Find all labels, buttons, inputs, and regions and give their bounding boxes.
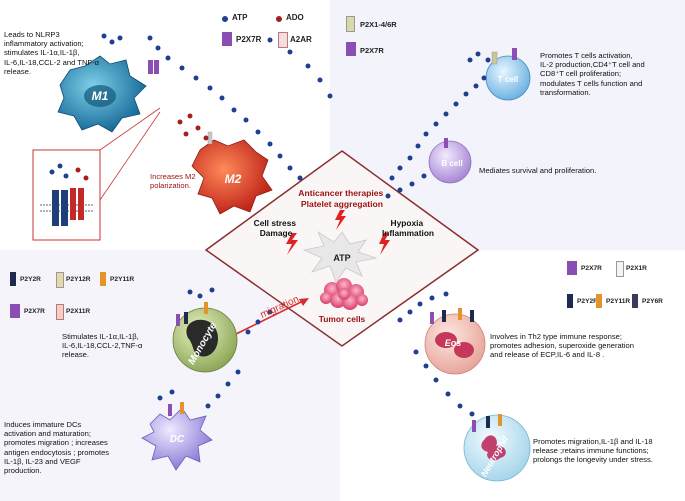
left-receptor-1: P2Y2R — [20, 276, 41, 283]
right-receptor-4: P2Y11R — [606, 298, 631, 305]
p2y2r-icon — [10, 272, 16, 286]
p2x7r-right-label: P2X7R — [360, 46, 384, 55]
dc-description: Induces immature DCs activation and matu… — [4, 420, 110, 476]
ado-dots — [177, 113, 209, 141]
tumor-cells-label: Tumor cells — [319, 314, 366, 324]
m1-description: Leads to NLRP3 inflammatory activation; … — [4, 30, 99, 76]
atp-burst — [302, 230, 378, 283]
bcell-label: B cell — [441, 159, 462, 168]
membrane-receptor-inset — [40, 163, 94, 226]
eos-label: Eos — [445, 338, 462, 348]
migration-arrowhead — [299, 298, 309, 306]
atp-legend-dot — [222, 16, 228, 22]
p2y12r-icon — [56, 272, 64, 288]
right-receptor-1: P2X7R — [581, 265, 602, 272]
right-receptor-2: P2X1R — [626, 265, 647, 272]
center-atp-label: ATP — [333, 253, 350, 263]
eos-description: Involves in Th2 type immune response; pr… — [490, 332, 634, 360]
p2x7r-right-icon — [346, 42, 356, 56]
p2y2r-icon — [567, 294, 573, 308]
eosinophil — [424, 313, 486, 375]
p2x7r-legend-icon — [222, 32, 232, 46]
center-right-text: Hypoxia Inflammation — [382, 218, 434, 238]
p2x7r-icon — [567, 261, 577, 275]
tumor-cells-cluster — [320, 278, 368, 310]
atp-dots — [101, 33, 491, 417]
m1-label: M1 — [92, 89, 109, 103]
p2x14-6r-icon — [346, 16, 355, 32]
dc-label: DC — [170, 434, 185, 445]
p2x7r-icon — [10, 304, 20, 318]
center-left-line-2: Damage — [260, 228, 293, 238]
center-left-text: Cell stress Damage — [254, 218, 299, 238]
ado-legend-label: ADO — [286, 13, 304, 22]
p2x11r-icon — [56, 304, 64, 320]
receptor-icons-on-cells — [148, 48, 517, 432]
m2-description: Increases M2 polarization. — [150, 172, 196, 191]
monocyte-description: Stimulates IL-1α,IL-1β, IL-6,IL-18,CCL-2… — [62, 332, 143, 360]
center-right-line-2: Inflammation — [382, 228, 434, 238]
a2ar-legend-label: A2AR — [290, 35, 312, 44]
p2x1r-icon — [616, 261, 624, 277]
p2y11r-icon — [100, 272, 106, 286]
tcell-label: T cell — [498, 75, 518, 84]
left-receptor-2: P2Y12R — [66, 276, 91, 283]
right-receptor-5: P2Y6R — [642, 298, 663, 305]
migration-arrow — [231, 299, 306, 337]
center-left-line-1: Cell stress — [254, 218, 297, 228]
bcell-description: Mediates survival and proliferation. — [479, 166, 597, 175]
atp-legend-label: ATP — [232, 13, 248, 22]
inset-connector — [99, 111, 161, 201]
a2ar-legend-icon — [278, 32, 288, 48]
right-receptor-3: P2Y2R — [577, 298, 598, 305]
m1-macrophage — [57, 55, 147, 133]
center-top-line-1: Anticancer therapies — [298, 188, 383, 198]
left-receptor-3: P2Y11R — [110, 276, 135, 283]
p2x14-6r-label: P2X1-4/6R — [360, 20, 397, 29]
ado-legend-dot — [276, 16, 282, 22]
tcell-description: Promotes T cells activation, IL-2 produc… — [540, 51, 645, 97]
lightning-bolt-icon — [335, 210, 346, 230]
lightning-bolt-icon — [379, 233, 390, 255]
neutrophil-description: Promotes migration,IL-1β and IL-18 relea… — [533, 437, 653, 465]
center-top-line-2: Platelet aggregation — [301, 199, 383, 209]
neutrophil — [463, 414, 531, 482]
p2x7r-legend-label: P2X7R — [236, 35, 262, 44]
m2-label: M2 — [225, 172, 242, 186]
m2-macrophage — [191, 139, 273, 215]
inset-connector — [99, 107, 161, 151]
b-cell — [428, 140, 472, 184]
center-right-line-1: Hypoxia — [391, 218, 424, 228]
p2y6r-icon — [632, 294, 638, 308]
left-receptor-5: P2X11R — [66, 308, 91, 315]
p2y11r-icon — [596, 294, 602, 308]
monocyte — [172, 307, 238, 373]
lightning-bolt-icon — [286, 233, 298, 255]
left-receptor-4: P2X7R — [24, 308, 45, 315]
center-top-text: Anticancer therapies Platelet aggregatio… — [298, 188, 385, 209]
